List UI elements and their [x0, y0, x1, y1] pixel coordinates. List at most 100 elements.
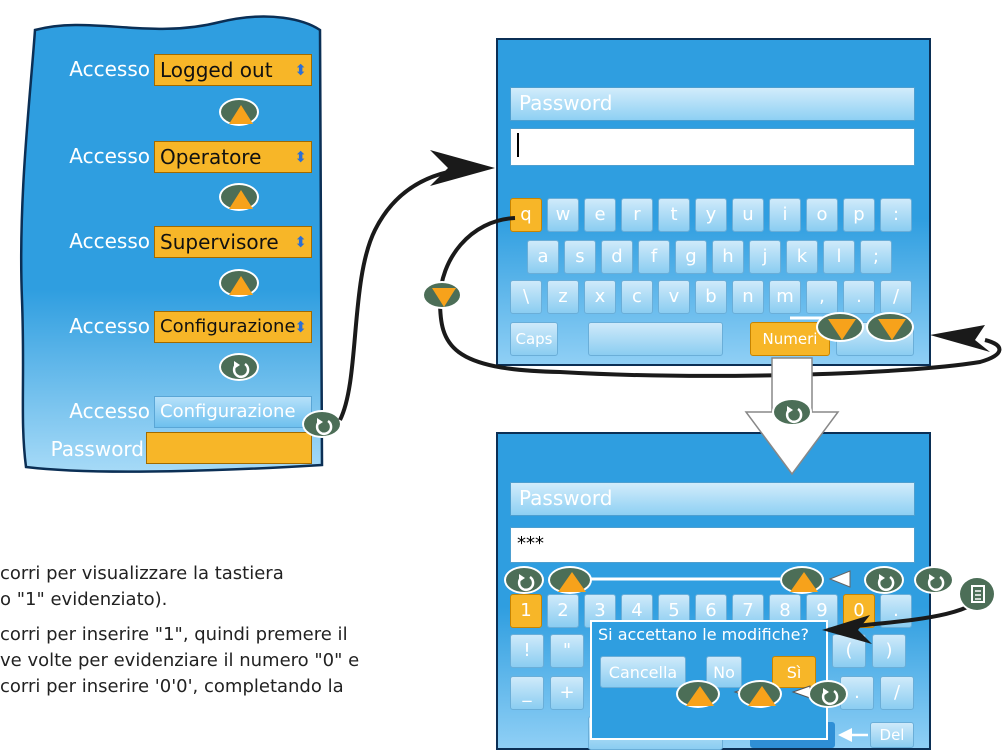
password-title-bar: Password	[510, 87, 915, 121]
caps-key[interactable]: Caps	[510, 322, 558, 356]
password-label: Password	[50, 437, 144, 461]
access-label: Accesso	[69, 229, 150, 253]
arrowhead-icon	[822, 615, 872, 644]
note-line: corri per inserire '0'0', completando la	[0, 676, 344, 697]
key-n[interactable]: n	[732, 280, 764, 314]
key-f[interactable]: f	[638, 240, 670, 274]
scroll-button[interactable]	[808, 680, 848, 708]
key-l[interactable]: l	[823, 240, 855, 274]
key-p[interactable]: p	[843, 198, 875, 232]
down-arrow-icon	[878, 319, 906, 340]
up-arrow-icon	[229, 105, 253, 124]
numeri-key[interactable]: Numeri	[750, 322, 830, 356]
password-field[interactable]	[146, 432, 312, 464]
access-value: Operatore	[160, 145, 262, 169]
up-arrow-icon	[229, 190, 253, 209]
key-c[interactable]: c	[621, 280, 653, 314]
key[interactable]: /	[880, 676, 914, 710]
key-k[interactable]: k	[786, 240, 818, 274]
note-line: corri per visualizzare la tastiera	[0, 563, 284, 584]
key-s[interactable]: s	[564, 240, 596, 274]
flow-arrow	[338, 166, 479, 421]
key-v[interactable]: v	[658, 280, 690, 314]
up-arrow-button[interactable]	[738, 680, 782, 708]
space-key[interactable]	[588, 322, 723, 356]
page-button[interactable]	[958, 576, 996, 612]
up-arrow-button[interactable]	[676, 680, 720, 708]
access-label: Accesso	[69, 314, 150, 338]
dialog-title: Si accettano le modifiche?	[598, 625, 809, 644]
del-key[interactable]: Del	[870, 722, 914, 748]
note-line: ve volte per evidenziare il numero "0" e	[0, 650, 360, 671]
password-input[interactable]: ***	[510, 527, 915, 563]
key-u[interactable]: u	[732, 198, 764, 232]
down-arrow-button[interactable]	[866, 312, 914, 342]
key[interactable]: _	[510, 676, 544, 710]
key[interactable]: "	[550, 634, 584, 668]
key-o[interactable]: o	[806, 198, 838, 232]
key-i[interactable]: i	[769, 198, 801, 232]
up-arrow-button[interactable]	[780, 566, 824, 594]
key-r[interactable]: r	[621, 198, 653, 232]
access-value: Logged out	[160, 58, 273, 82]
up-arrow-button[interactable]	[548, 566, 592, 594]
key-g[interactable]: g	[675, 240, 707, 274]
confirm-dialog: Si accettano le modifiche? Cancella No S…	[590, 620, 828, 740]
scroll-button[interactable]	[302, 410, 342, 438]
access-label: Accesso	[69, 399, 150, 423]
key-d[interactable]: d	[601, 240, 633, 274]
password-input[interactable]	[510, 128, 915, 166]
access-field[interactable]: Configurazione	[154, 396, 312, 428]
access-value: Configurazione	[160, 316, 296, 337]
key-h[interactable]: h	[712, 240, 744, 274]
scroll-button[interactable]	[864, 566, 904, 594]
key[interactable]: )	[872, 634, 906, 668]
key-,[interactable]: ,	[806, 280, 838, 314]
key-x[interactable]: x	[584, 280, 616, 314]
key-z[interactable]: z	[547, 280, 579, 314]
key-backslash[interactable]: \	[510, 280, 542, 314]
key-m[interactable]: m	[769, 280, 801, 314]
key-b[interactable]: b	[695, 280, 727, 314]
key[interactable]: !	[510, 634, 544, 668]
scroll-button[interactable]	[772, 398, 812, 426]
up-arrow-button[interactable]	[219, 98, 259, 126]
up-arrow-button[interactable]	[219, 183, 259, 211]
spin-icon: ⬍	[294, 233, 307, 251]
key-/[interactable]: /	[880, 280, 912, 314]
key-y[interactable]: y	[695, 198, 727, 232]
access-select[interactable]: Operatore ⬍	[154, 141, 312, 173]
access-label: Accesso	[69, 57, 150, 81]
key-q[interactable]: q	[510, 198, 542, 232]
up-arrow-icon	[229, 276, 253, 295]
down-arrow-button[interactable]	[816, 312, 864, 342]
loop-arrow	[437, 216, 1002, 378]
key-a[interactable]: a	[527, 240, 559, 274]
access-select[interactable]: Supervisore ⬍	[154, 226, 312, 258]
down-arrow-button[interactable]	[422, 281, 462, 309]
access-select[interactable]: Logged out ⬍	[154, 54, 312, 86]
key-;[interactable]: ;	[860, 240, 892, 274]
scroll-button[interactable]	[219, 353, 259, 381]
up-arrow-icon	[748, 686, 776, 706]
scroll-button[interactable]	[914, 566, 954, 594]
key-:[interactable]: :	[880, 198, 912, 232]
up-arrow-icon	[558, 572, 586, 592]
key-j[interactable]: j	[749, 240, 781, 274]
up-arrow-button[interactable]	[219, 269, 259, 297]
cancel-button[interactable]: Cancella	[600, 656, 686, 688]
access-select[interactable]: Configurazione ⬍	[154, 311, 312, 343]
key-1[interactable]: 1	[510, 594, 542, 628]
spin-icon: ⬍	[294, 148, 307, 166]
key-w[interactable]: w	[547, 198, 579, 232]
key-.[interactable]: .	[843, 280, 875, 314]
key[interactable]: +	[550, 676, 584, 710]
key-t[interactable]: t	[658, 198, 690, 232]
yes-button[interactable]: Sì	[772, 656, 816, 688]
down-arrow-icon	[432, 288, 456, 307]
scroll-button[interactable]	[504, 566, 544, 594]
up-arrow-icon	[686, 686, 714, 706]
down-arrow-icon	[828, 319, 856, 340]
key-e[interactable]: e	[584, 198, 616, 232]
key-2[interactable]: 2	[547, 594, 579, 628]
